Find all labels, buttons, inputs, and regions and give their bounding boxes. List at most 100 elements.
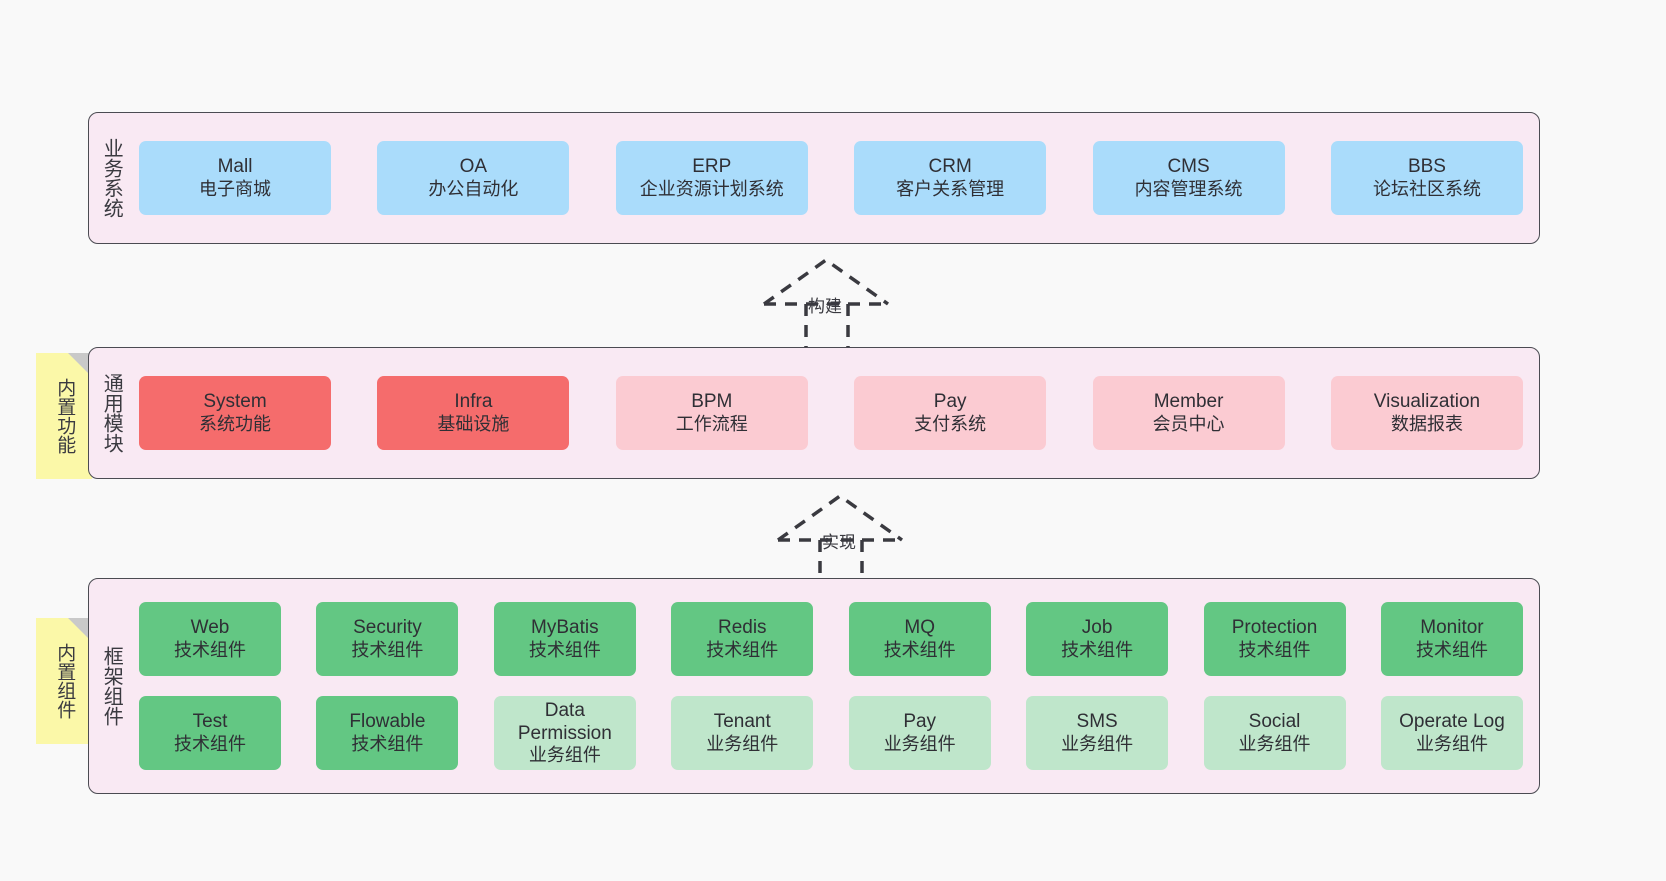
card-subtitle: 业务组件	[1415, 733, 1488, 754]
connector-implement-label: 实现	[822, 533, 856, 552]
card-title: Infra	[454, 391, 493, 413]
card-title: Web	[190, 617, 230, 639]
card-subtitle: 办公自动化	[428, 178, 519, 199]
card-subtitle: 客户关系管理	[896, 178, 1005, 199]
card-title: Redis	[717, 617, 767, 639]
card-subtitle: 技术组件	[1415, 639, 1488, 660]
card-subtitle: 系统功能	[199, 413, 271, 434]
card-title: Member	[1153, 391, 1224, 413]
card-title: Pay	[903, 711, 937, 733]
card-title: Job	[1081, 617, 1113, 639]
note-builtin-features: 内置功能	[36, 353, 92, 479]
card-title: Operate Log	[1399, 711, 1505, 733]
card-subtitle: 内容管理系统	[1134, 178, 1243, 199]
card-title: Monitor	[1420, 617, 1484, 639]
card-title: Protection	[1231, 617, 1318, 639]
card-subtitle: 数据报表	[1390, 413, 1463, 434]
layer-common-modules-title: 通用模块	[100, 373, 123, 453]
card-subtitle: 工作流程	[675, 413, 748, 434]
card-title: Security	[353, 617, 422, 639]
card-title: CRM	[928, 156, 972, 178]
card-subtitle: 业务组件	[706, 733, 779, 754]
card-subtitle: 技术组件	[351, 639, 424, 660]
card-subtitle: 技术组件	[1061, 639, 1134, 660]
card-subtitle: 基础设施	[437, 413, 510, 434]
card-subtitle: 业务组件	[883, 733, 956, 754]
note-builtin-features-label: 内置功能	[54, 378, 76, 454]
connector-build: 构建	[756, 252, 906, 348]
note-builtin-components: 内置组件	[36, 618, 92, 744]
card-subtitle: 支付系统	[914, 413, 987, 434]
card-title: System	[203, 391, 267, 413]
connector-implement-arrow	[776, 493, 904, 584]
card-title: Visualization	[1373, 391, 1481, 413]
card-subtitle: 企业资源计划系统	[639, 178, 784, 199]
card-subtitle: 技术组件	[1238, 639, 1311, 660]
card-title: Flowable	[349, 711, 426, 733]
card-title: CMS	[1167, 156, 1210, 178]
card-title: OA	[459, 156, 488, 178]
card-title: Data Permission	[517, 699, 612, 745]
card-subtitle: 技术组件	[706, 639, 779, 660]
layer-framework-components-title: 框架组件	[100, 646, 123, 726]
layer-business-system-title: 业务系统	[100, 138, 123, 218]
card-title: Social	[1248, 711, 1301, 733]
card-subtitle: 技术组件	[174, 733, 246, 754]
connector-build-arrow	[762, 257, 890, 348]
card-subtitle: 业务组件	[1061, 733, 1134, 754]
card-title: MyBatis	[531, 617, 599, 639]
card-title: MQ	[904, 617, 935, 639]
card-title: Pay	[933, 391, 967, 413]
connector-build-label: 构建	[808, 297, 842, 316]
card-subtitle: 技术组件	[351, 733, 424, 754]
card-subtitle: 技术组件	[174, 639, 246, 660]
card-title: ERP	[692, 156, 732, 178]
card-title: Test	[192, 711, 228, 733]
note-builtin-components-label: 内置组件	[54, 643, 76, 719]
card-subtitle: 电子商城	[199, 178, 271, 199]
card-subtitle: 业务组件	[1238, 733, 1311, 754]
card-title: SMS	[1076, 711, 1118, 733]
card-subtitle: 技术组件	[528, 639, 601, 660]
card-title: BPM	[691, 391, 733, 413]
connector-implement: 实现	[770, 488, 920, 584]
card-subtitle: 技术组件	[883, 639, 956, 660]
